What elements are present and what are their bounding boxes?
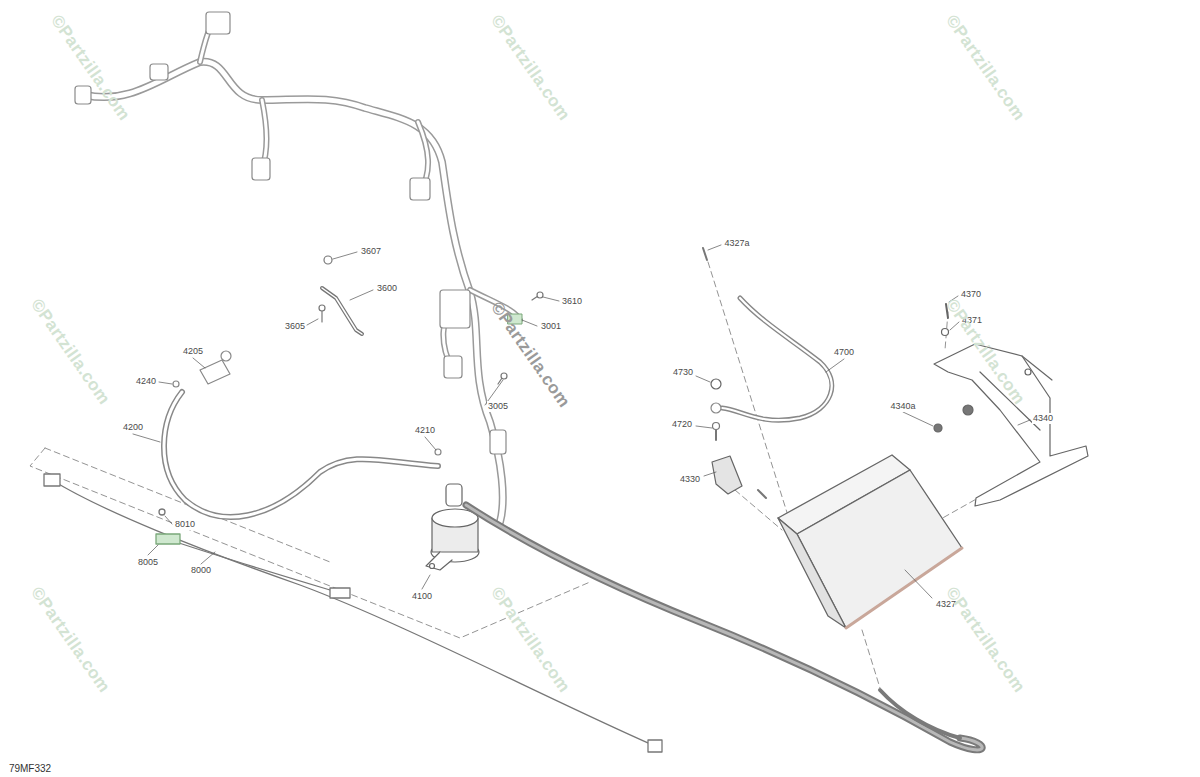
callout-number: 3005 — [487, 401, 509, 412]
callout-number: 4340a — [889, 401, 916, 412]
callout-number: 3600 — [376, 283, 398, 294]
callout-number: 4210 — [414, 425, 436, 436]
callout-number: 3610 — [561, 296, 583, 307]
watermark: ©Partzilla.com — [26, 583, 114, 696]
assembly-line — [30, 262, 1042, 688]
battery — [778, 455, 962, 628]
callout-number: 4370 — [960, 289, 982, 300]
callout-number: 4330 — [679, 474, 701, 485]
callout-number: 4720 — [671, 419, 693, 430]
callout-number: 4340 — [1032, 413, 1054, 424]
callout-number: 4327a — [723, 238, 750, 249]
watermark: ©Partzilla.com — [486, 11, 574, 124]
callout-number: 3001 — [540, 321, 562, 332]
watermark: ©Partzilla.com — [46, 11, 134, 124]
terminal-cover — [712, 456, 742, 494]
leader-line — [133, 245, 1030, 598]
drawing-code: 79MF332 — [9, 763, 51, 774]
watermark: ©Partzilla.com — [26, 295, 114, 408]
callout-number: 8000 — [190, 565, 212, 576]
watermark: ©Partzilla.com — [941, 11, 1029, 124]
callout-number: 4100 — [411, 591, 433, 602]
callout-number: 4200 — [122, 422, 144, 433]
watermark: ©Partzilla.com — [941, 583, 1029, 696]
positive-cable — [164, 351, 441, 517]
accessory-wire — [44, 474, 662, 752]
callout-number: 8010 — [174, 519, 196, 530]
callout-number: 4240 — [135, 376, 157, 387]
callout-number: 8005 — [137, 557, 159, 568]
callout-number: 3605 — [284, 321, 306, 332]
negative-cable — [703, 248, 832, 440]
starter-solenoid — [426, 484, 479, 570]
watermark: ©Partzilla.com — [486, 298, 574, 411]
wiring-harness — [75, 12, 522, 522]
watermark: ©Partzilla.com — [486, 583, 574, 696]
callout-number: 4700 — [833, 347, 855, 358]
callout-number: 4205 — [182, 346, 204, 357]
callout-number: 3607 — [360, 246, 382, 257]
callout-number: 4730 — [672, 367, 694, 378]
